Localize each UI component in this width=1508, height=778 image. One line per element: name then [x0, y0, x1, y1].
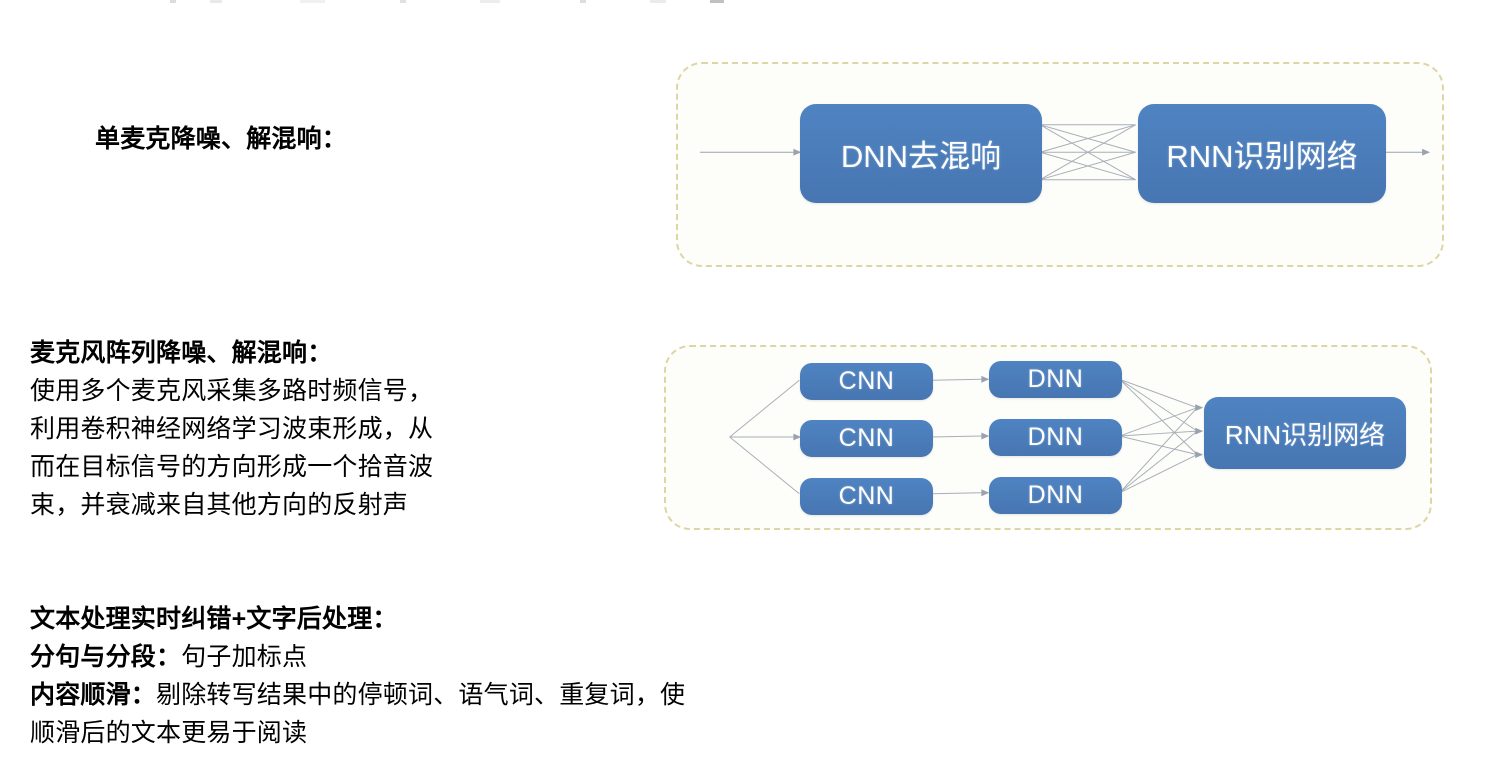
array-mic-line-1: 使用多个麦克风采集多路时频信号， [30, 377, 434, 405]
node-rnn-recognition-network: RNN识别网络 [1138, 104, 1386, 203]
array-mic-line-2: 利用卷积神经网络学习波束形成，从 [30, 415, 434, 443]
diagram-array-mic-pipeline: CNN CNN CNN DNN DNN DNN RNN识别网络 [664, 345, 1432, 530]
text-processing-item-1-label: 分句与分段： [30, 643, 182, 671]
text-processing-item-1: 分句与分段：句子加标点 [30, 638, 685, 676]
diagram-single-mic-wires [699, 124, 1431, 181]
node-cnn-1: CNN [800, 363, 933, 400]
text-processing-item-2: 内容顺滑：剔除转写结果中的停顿词、语气词、重复词，使 [30, 676, 685, 714]
array-mic-heading: 麦克风阵列降噪、解混响： [30, 339, 333, 367]
node-dnn-3: DNN [989, 477, 1122, 514]
cropped-text-artifact [150, 0, 750, 3]
array-mic-line-3: 而在目标信号的方向形成一个拾音波 [30, 453, 434, 481]
diagram-array-mic-wires [729, 375, 1204, 497]
array-mic-line-4: 束，并衰减来自其他方向的反射声 [30, 491, 409, 519]
text-processing-continuation: 顺滑后的文本更易于阅读 [30, 719, 308, 747]
diagram-single-mic-pipeline: DNN去混响 RNN识别网络 [676, 62, 1444, 267]
text-processing-item-2-text: 剔除转写结果中的停顿词、语气词、重复词，使 [156, 681, 686, 709]
node-cnn-3: CNN [800, 478, 933, 515]
node-cnn-2: CNN [800, 420, 933, 457]
section-single-mic-text: 单麦克降噪、解混响： [95, 120, 347, 158]
text-processing-item-2-label: 内容顺滑： [30, 681, 157, 709]
node-dnn-1: DNN [989, 361, 1122, 398]
node-dnn-2: DNN [989, 419, 1122, 456]
text-processing-item-1-text: 句子加标点 [181, 643, 308, 671]
section-array-mic-text: 麦克风阵列降噪、解混响： 使用多个麦克风采集多路时频信号， 利用卷积神经网络学习… [30, 334, 433, 524]
section-text-processing: 文本处理实时纠错+文字后处理： 分句与分段：句子加标点 内容顺滑：剔除转写结果中… [30, 600, 685, 752]
node-dnn-dereverb: DNN去混响 [800, 104, 1042, 203]
text-processing-heading: 文本处理实时纠错+文字后处理： [30, 605, 398, 633]
single-mic-heading: 单麦克降噪、解混响： [95, 125, 348, 153]
node-rnn-recognition-network: RNN识别网络 [1204, 397, 1406, 469]
